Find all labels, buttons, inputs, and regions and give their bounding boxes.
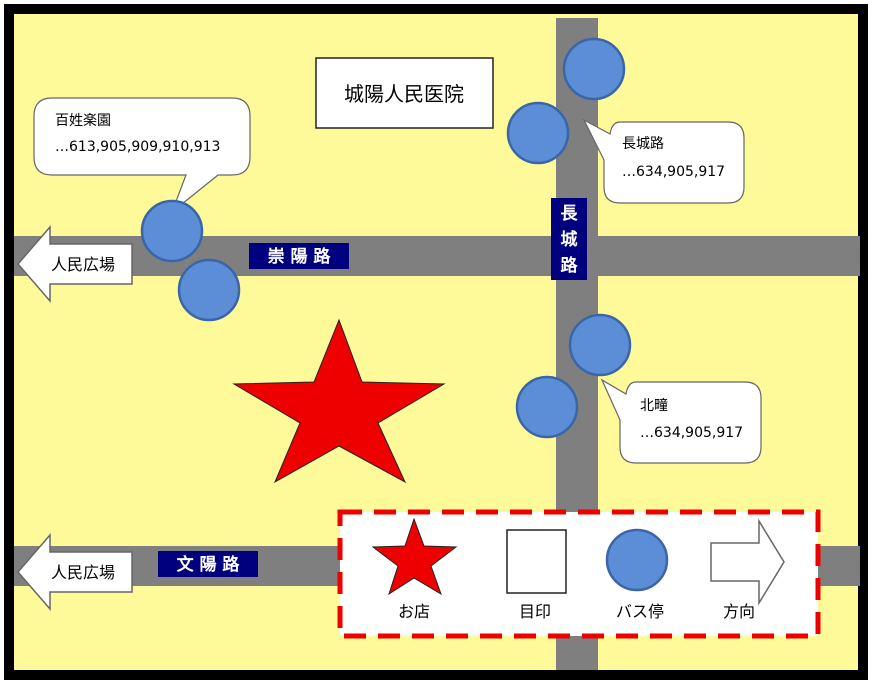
direction-arrow-lower: 人民広場 xyxy=(17,532,133,612)
bus-stop-marker xyxy=(506,101,570,165)
legend-shop-label: お店 xyxy=(398,602,430,621)
bus-stop-marker xyxy=(515,375,579,439)
legend-landmark-label: 目印 xyxy=(519,602,551,621)
legend-bus-stop-label: バス停 xyxy=(616,602,664,621)
circle-icon xyxy=(605,528,669,592)
arrow-icon xyxy=(710,518,785,606)
callout-bubble xyxy=(600,378,762,464)
bus-stop-marker xyxy=(140,199,204,263)
bus-stop-callout-beitong: 北疃 …634,905,917 xyxy=(600,378,762,464)
wenyang-road-label-bg xyxy=(158,551,258,577)
direction-arrow-upper: 人民広場 xyxy=(17,224,133,304)
callout-bubble xyxy=(582,118,745,204)
bus-stop-marker xyxy=(562,37,626,101)
legend-direction-label: 方向 xyxy=(723,602,755,621)
chongyang-road-label: 崇 陽 路 xyxy=(268,246,332,267)
bus-stop-name: 百姓楽園 xyxy=(55,113,111,129)
square-icon xyxy=(506,529,567,594)
wenyang-road-label: 文 陽 路 xyxy=(177,554,241,575)
square-icon xyxy=(315,57,494,129)
shop-star-marker xyxy=(232,318,446,484)
changcheng-road-label-2: 城 xyxy=(561,230,578,250)
bus-stop-name: 北疃 xyxy=(640,397,668,414)
bus-stop-routes: …613,905,909,910,913 xyxy=(55,139,220,155)
bus-stop-marker xyxy=(177,258,241,322)
direction-arrow-upper-label: 人民広場 xyxy=(51,255,115,274)
star-icon xyxy=(371,517,458,596)
bus-stop-name: 長城路 xyxy=(622,136,664,152)
bus-stop-marker xyxy=(568,313,632,377)
arrow-icon xyxy=(17,532,133,612)
changcheng-road-label-3: 路 xyxy=(561,255,579,276)
landmark-hospital: 城陽人民医院 xyxy=(315,57,494,129)
arrow-icon xyxy=(17,224,133,304)
chongyang-road xyxy=(14,236,860,276)
changcheng-road-label-1: 長 xyxy=(561,204,579,224)
landmark-hospital-label: 城陽人民医院 xyxy=(344,82,464,106)
direction-arrow-lower-label: 人民広場 xyxy=(51,563,115,582)
changcheng-road-label-bg xyxy=(551,198,587,280)
bus-stop-routes: …634,905,917 xyxy=(622,164,725,180)
chongyang-road-label-bg xyxy=(249,243,349,269)
callout-bubble xyxy=(33,97,251,214)
legend: お店 目印 バス停 方向 xyxy=(337,509,821,639)
bus-stop-routes: …634,905,917 xyxy=(640,425,743,441)
bus-stop-callout-changchenglu: 長城路 …634,905,917 xyxy=(582,118,745,204)
bus-stop-callout-baixing: 百姓楽園 …613,905,909,910,913 xyxy=(33,97,251,214)
